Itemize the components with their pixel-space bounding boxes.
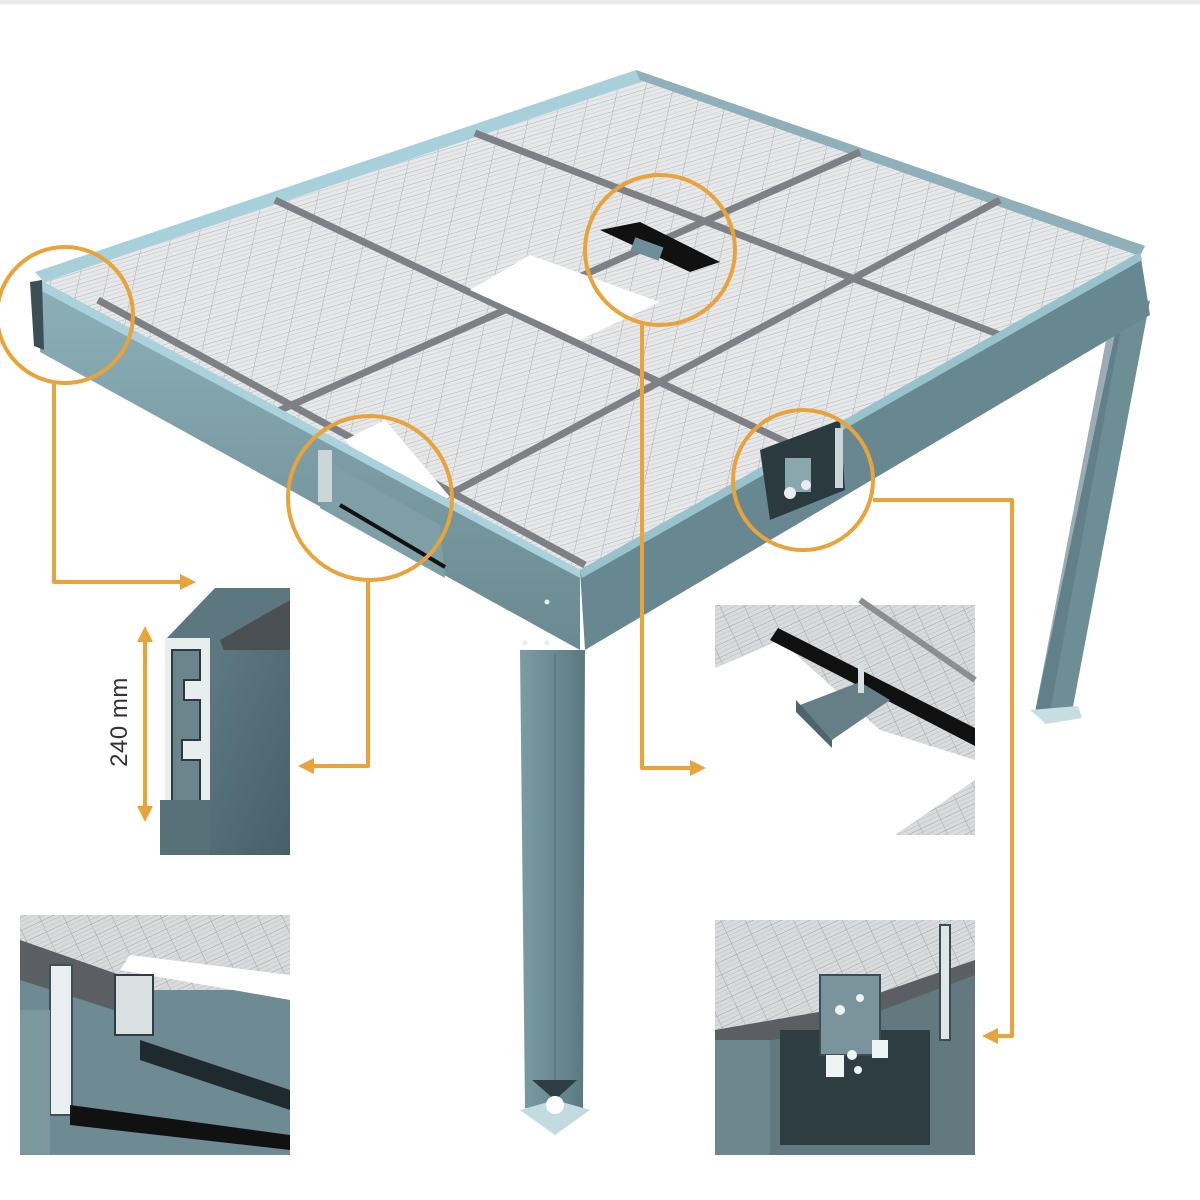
leader-corner [52,383,182,584]
callouts [0,173,1014,1038]
detail-corner-profile [137,588,290,855]
beam-front-left [40,280,580,650]
leader-bracket [873,498,1014,1038]
foot-plate [520,1100,590,1135]
pergola-structure [30,70,1150,1135]
arrow-right-icon [690,760,706,776]
arrow-right-icon [180,574,196,590]
dimension-arrow-down-icon [137,806,153,822]
dimension-label: 240 mm [100,652,140,792]
detail-gutter-channel [20,915,290,1155]
detail-panel-joint [715,597,977,835]
leg-front [520,650,585,1108]
dimension-value: 240 mm [106,677,133,767]
arrow-left-icon [298,758,314,774]
roof-opening-center [470,255,660,340]
callout-arrowheads [180,574,998,1044]
leader-joint [640,325,692,770]
leader-gutter [312,580,370,768]
dimension-arrow-up-icon [137,626,153,642]
detail-beam-bracket [715,920,975,1155]
callout-circle-corner [0,245,135,385]
callout-circle-bracket [731,408,875,552]
top-border [0,0,1200,5]
callout-circle-joint [583,173,737,327]
arrow-left-icon [982,1028,998,1044]
